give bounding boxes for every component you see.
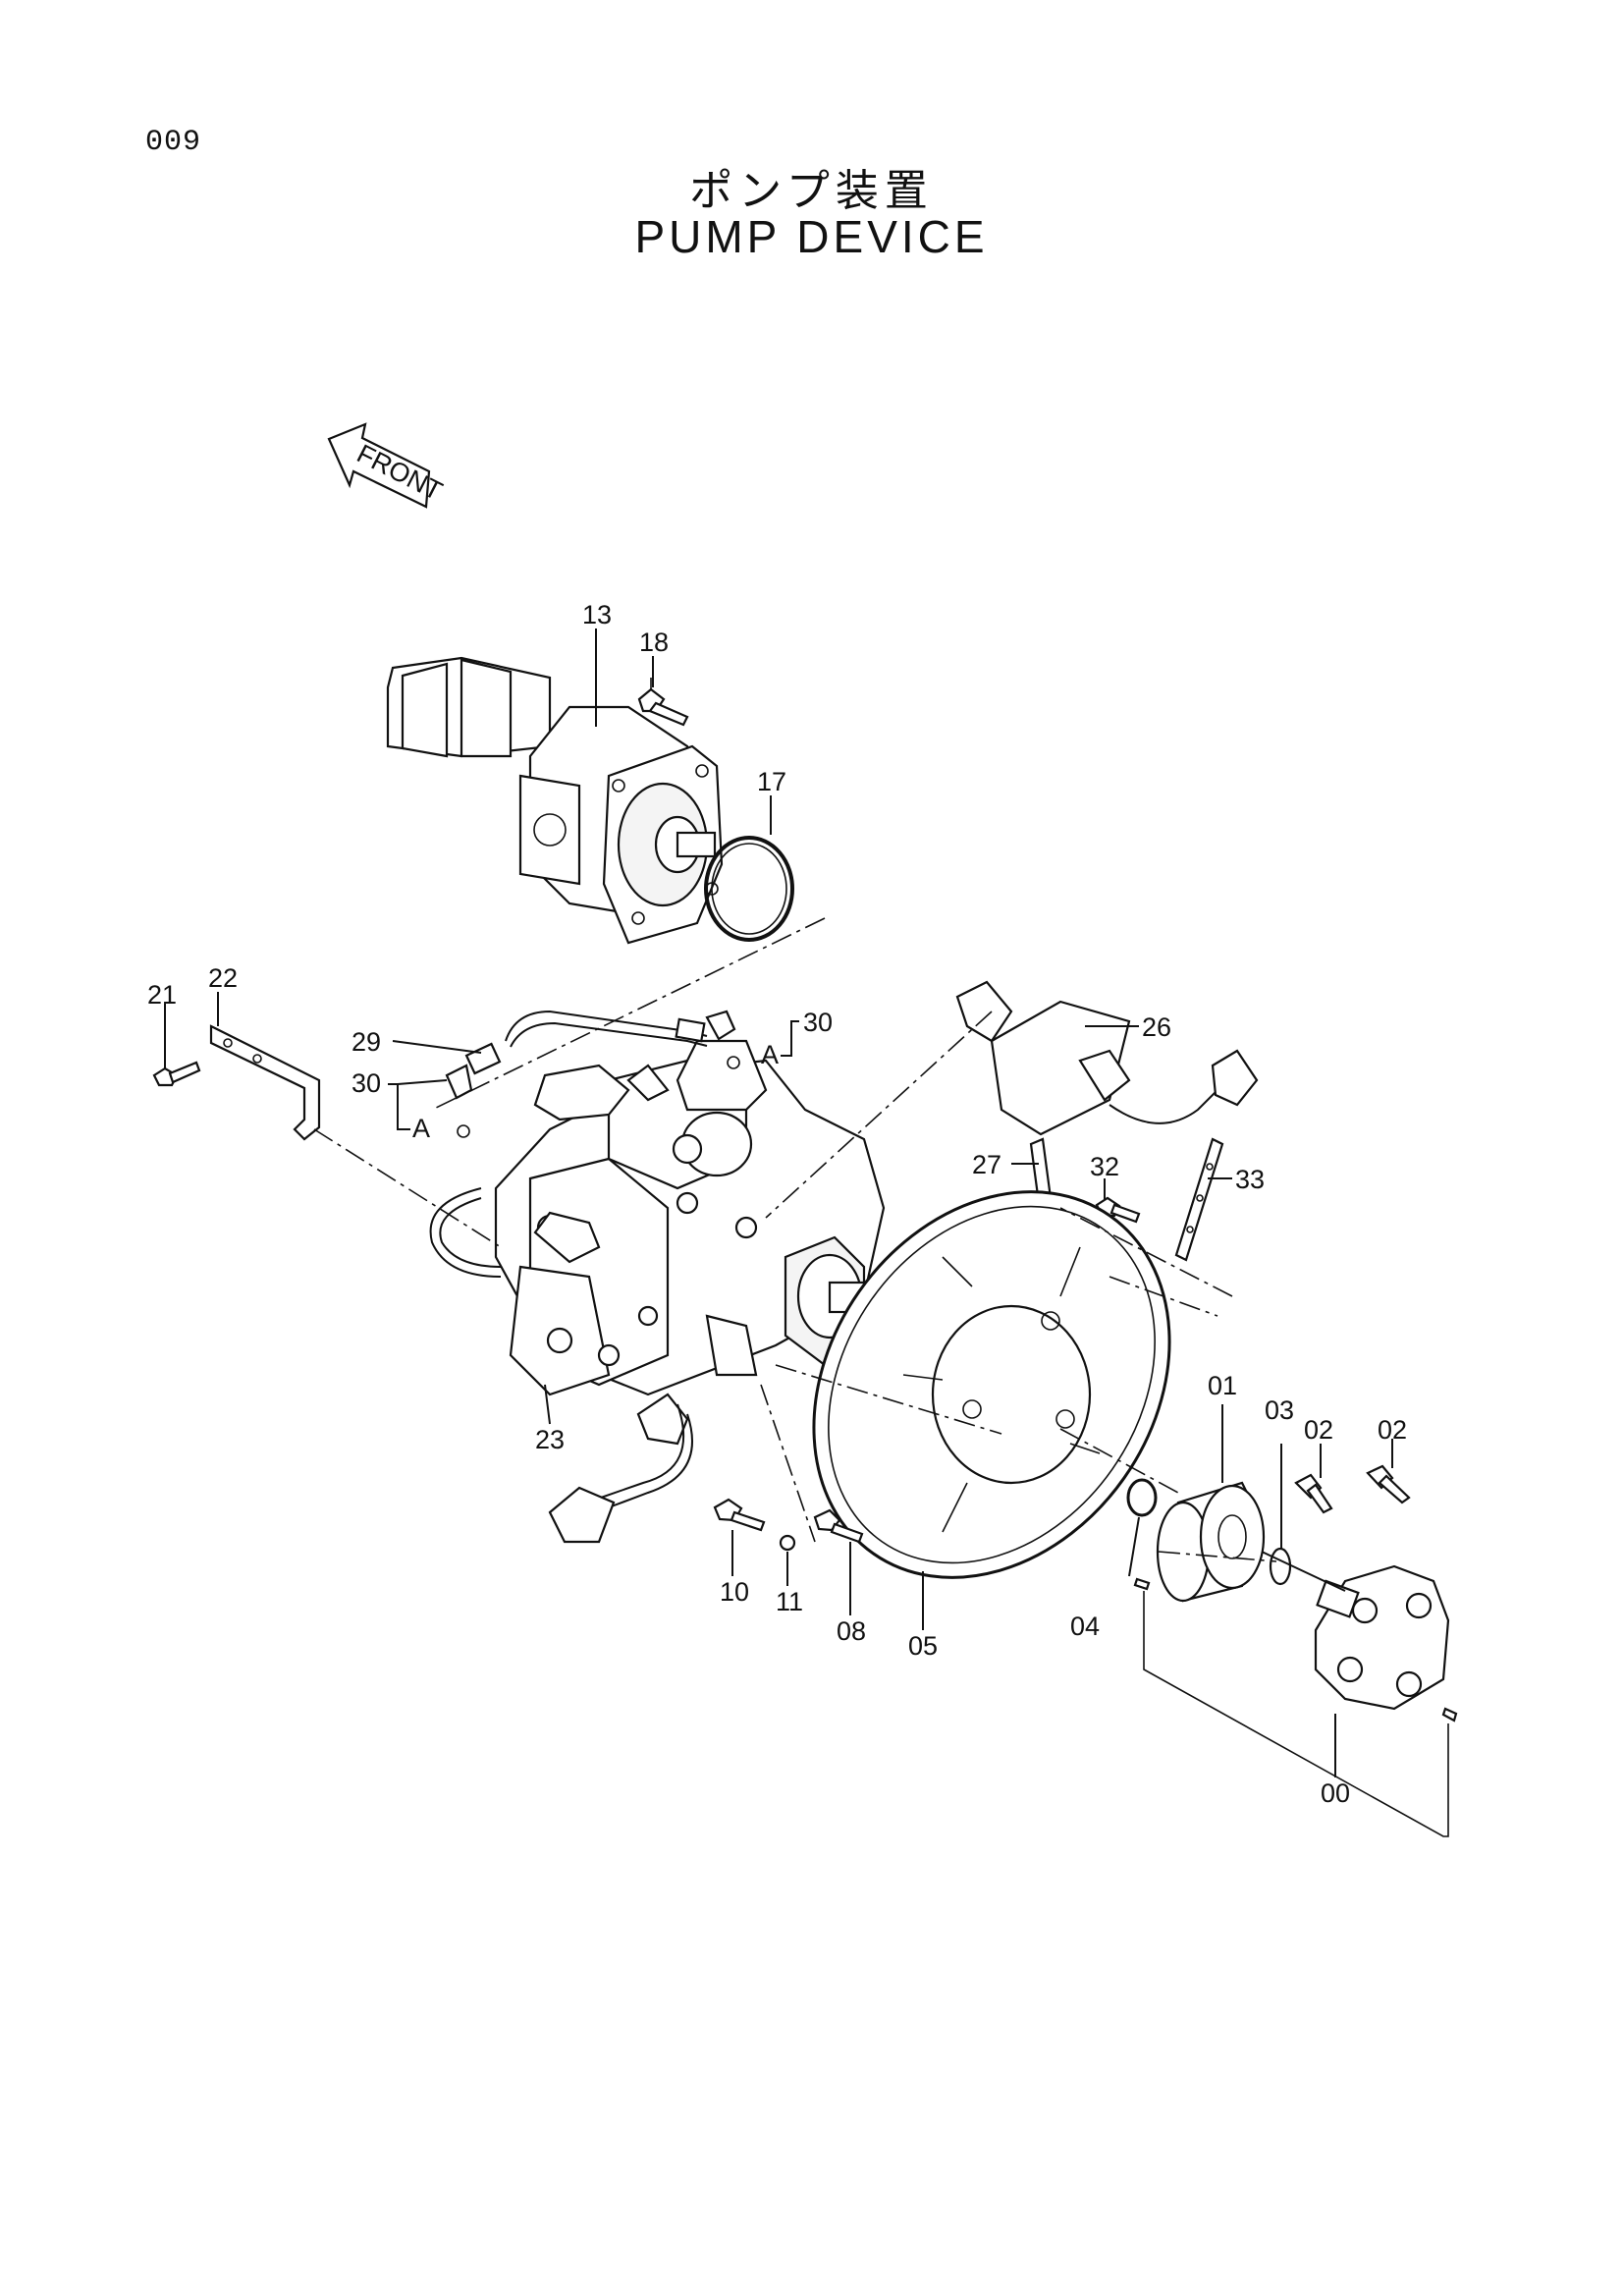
callout-10: 10 (720, 1577, 749, 1607)
bracket-22 (209, 1024, 321, 1141)
callout-23: 23 (535, 1425, 565, 1454)
callout-32: 32 (1090, 1152, 1119, 1181)
centerlines (313, 917, 1277, 1562)
callout-21: 21 (147, 980, 177, 1010)
page-title-japanese: ポンプ装置 (689, 166, 934, 216)
callout-13: 13 (582, 600, 612, 629)
flex-coupling-00 (1314, 1564, 1450, 1711)
solenoid-valve-26 (955, 980, 1259, 1136)
main-hydraulic-pump (429, 1039, 886, 1544)
callout-02-left: 02 (1304, 1415, 1333, 1445)
callout-labels: 13 18 17 22 21 29 30 A 30 A 26 27 32 33 … (147, 600, 1407, 1808)
o-ring-a-upper (727, 1056, 740, 1069)
callout-a-upper: A (761, 1040, 779, 1069)
bolt-02b (1366, 1464, 1411, 1504)
callout-18: 18 (639, 628, 669, 657)
callout-29: 29 (352, 1027, 381, 1057)
callout-26: 26 (1142, 1012, 1171, 1042)
callout-05: 05 (908, 1631, 938, 1661)
gear-pump-13 (386, 656, 724, 945)
page-number: 009 (145, 126, 202, 159)
callout-00: 00 (1321, 1778, 1350, 1808)
bolt-08 (813, 1508, 864, 1544)
callout-27: 27 (972, 1150, 1001, 1179)
bolt-10 (713, 1498, 766, 1532)
front-arrow-icon: FRONT (327, 422, 447, 509)
bolt-21 (152, 1061, 201, 1087)
callout-01: 01 (1208, 1371, 1237, 1400)
callout-11: 11 (776, 1587, 803, 1616)
callout-22: 22 (208, 963, 238, 993)
bolt-02a (1294, 1473, 1333, 1514)
callout-04: 04 (1070, 1612, 1100, 1641)
flywheel-housing-05 (812, 1190, 1171, 1579)
callout-03: 03 (1265, 1395, 1294, 1425)
callout-02-right: 02 (1378, 1415, 1407, 1445)
o-ring-a-lower (457, 1124, 470, 1138)
callout-17: 17 (757, 767, 786, 796)
washer-03 (1269, 1547, 1292, 1586)
page-title-english: PUMP DEVICE (634, 211, 989, 262)
callout-a-lower: A (412, 1114, 430, 1143)
callout-33: 33 (1235, 1165, 1265, 1194)
o-ring-17 (704, 836, 794, 942)
leader-lines (164, 629, 1449, 1837)
washer-11 (779, 1534, 796, 1552)
callout-30-lower: 30 (352, 1068, 381, 1098)
coupling-hub-01 (1156, 1481, 1266, 1603)
bolt-18 (637, 678, 689, 727)
o-ring-04 (1126, 1478, 1158, 1517)
callout-30-upper: 30 (803, 1008, 833, 1037)
callout-08: 08 (837, 1616, 866, 1646)
dowel-pin-left (1133, 1577, 1151, 1591)
dowel-pin-right (1441, 1707, 1458, 1722)
plate-33 (1174, 1137, 1224, 1262)
